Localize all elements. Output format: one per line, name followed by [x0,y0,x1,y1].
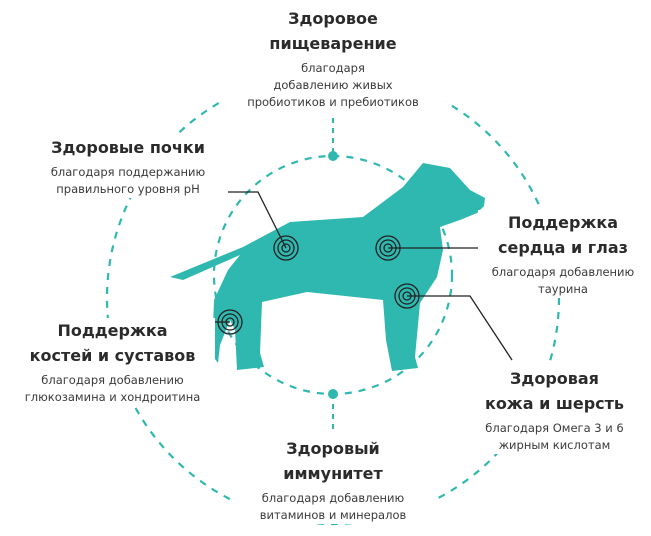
benefit-title: костей и суставов [29,346,196,365]
top-dot [328,151,338,161]
benefit-description: правильного уровня pH [56,182,200,196]
dog-silhouette [170,163,485,371]
benefit-title: Здоровые почки [51,138,205,157]
kidney-target-icon [273,235,299,261]
benefit-title: Поддержка [57,321,168,340]
benefit-bones-joints: Поддержка костей и суставов благодаря доб… [10,318,215,406]
benefit-title: пищеварение [269,34,397,53]
benefit-title: сердца и глаз [498,238,628,257]
benefit-description: благодаря Омега 3 и 6 [485,421,624,435]
benefit-title: Здоровый [286,439,380,458]
benefit-title: кожа и шерсть [484,394,625,413]
benefit-description: витаминов и минералов [259,508,407,522]
skin-pointer-line [407,295,513,361]
benefit-description: глюкозамина и хондроитина [24,390,201,404]
benefit-immunity: Здоровый иммунитет благодаря добавлению ви… [233,436,433,524]
benefit-title: иммунитет [283,464,383,483]
benefit-description: пробиотиков и пребиотиков [247,95,419,109]
benefit-description: благодаря добавлению [261,491,405,505]
benefit-heart-eyes: Поддержка сердца и глаз благодаря добавле… [478,210,648,298]
bottom-dot [328,389,338,399]
benefit-description: благодаря добавлению [41,373,184,387]
benefit-kidneys: Здоровые почки благодаря поддержанию прав… [28,135,228,198]
benefit-title: Здоровое [288,9,378,28]
benefit-title: Поддержка [507,213,619,232]
benefit-title: Здоровая [510,369,599,388]
benefit-description: благодаря [301,61,365,75]
skin-target-icon [394,283,420,309]
benefit-description: жирным кислотам [498,438,611,452]
benefit-skin-coat: Здоровая кожа и шерсть благодаря Омега 3 … [462,366,647,454]
benefit-description: таурина [538,282,588,296]
benefit-digestion: Здоровое пищеварение благодаря добавлению … [220,6,446,111]
benefit-description: добавлению живых [273,78,393,92]
benefit-description: благодаря поддержанию [50,165,206,179]
benefit-description: благодаря добавлению [491,265,635,279]
